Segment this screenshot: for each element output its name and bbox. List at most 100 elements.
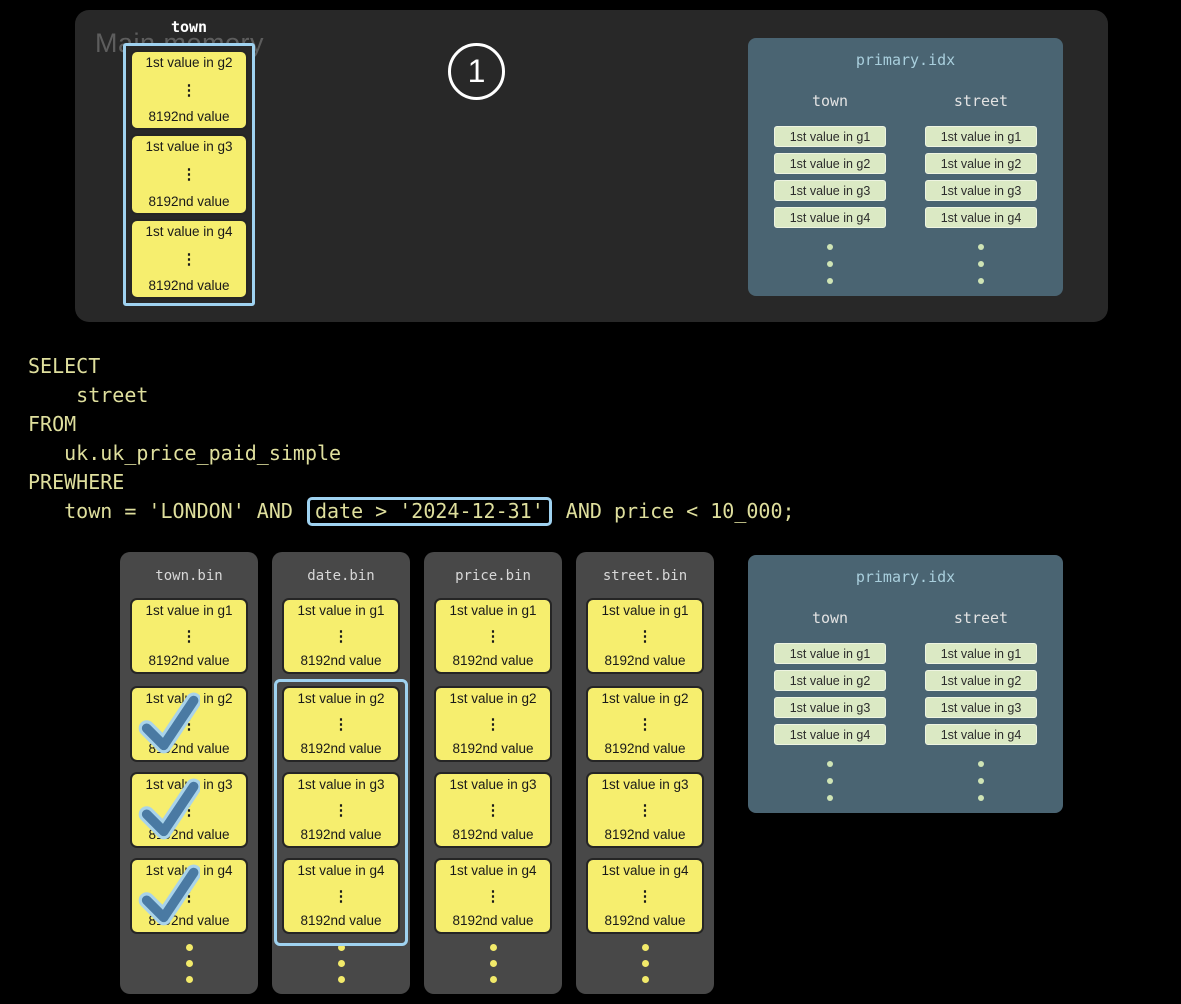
granule-last-value: 8192nd value: [452, 913, 534, 929]
sql-condition-price: AND price < 10_000;: [553, 499, 795, 523]
granule-last-value: 8192nd value: [148, 193, 230, 209]
granule-block-g1: 1st value in g1 ⋮ 8192nd value: [434, 598, 552, 674]
idx-value-chip: 1st value in g4: [774, 207, 886, 228]
vertical-dots-icon: [437, 944, 549, 983]
vertical-ellipsis-icon: ⋮: [485, 628, 501, 645]
vertical-ellipsis-icon: ⋮: [181, 82, 197, 100]
vertical-dots-icon: [774, 244, 886, 284]
granule-block-g1: 1st value in g1 ⋮ 8192nd value: [586, 598, 704, 674]
granule-last-value: 8192nd value: [452, 827, 534, 843]
street-bin-column: street.bin 1st value in g1 ⋮ 8192nd valu…: [576, 552, 714, 994]
sql-line-prewhere: PREWHERE: [28, 470, 125, 494]
vertical-dots-icon: [285, 944, 397, 983]
granule-first-value: 1st value in g4: [145, 223, 233, 239]
granule-block-g2: 1st value in g2 ⋮ 8192nd value: [586, 686, 704, 762]
primary-idx-title: primary.idx: [855, 568, 956, 586]
town-bin-column: town.bin 1st value in g1 ⋮ 8192nd value …: [120, 552, 258, 994]
sql-line-conditions: town = 'LONDON' AND date > '2024-12-31' …: [28, 497, 795, 526]
sql-condition-town: town = 'LONDON' AND: [28, 499, 305, 523]
idx-town-header: town: [811, 92, 849, 110]
granule-last-value: 8192nd value: [604, 913, 686, 929]
granule-first-value: 1st value in g3: [449, 777, 537, 792]
granule-first-value: 1st value in g2: [449, 691, 537, 706]
match-check-icon: [138, 692, 200, 754]
idx-town-header: town: [811, 609, 849, 627]
vertical-ellipsis-icon: ⋮: [333, 716, 349, 733]
granule-block-g4: 1st value in g4 ⋮ 8192nd value: [434, 858, 552, 934]
granule-first-value: 1st value in g2: [297, 691, 385, 706]
idx-value-chip: 1st value in g4: [774, 724, 886, 745]
granule-first-value: 1st value in g1: [145, 603, 233, 618]
granule-last-value: 8192nd value: [300, 827, 382, 843]
price-bin-title: price.bin: [455, 568, 531, 584]
granule-first-value: 1st value in g4: [601, 863, 689, 878]
step-1-badge: 1: [448, 43, 505, 100]
memory-granule-block: 1st value in g4 ⋮ 8192nd value: [130, 218, 248, 299]
granule-first-value: 1st value in g1: [601, 603, 689, 618]
granule-last-value: 8192nd value: [300, 653, 382, 669]
granule-last-value: 8192nd value: [300, 913, 382, 929]
granule-block-g2: 1st value in g2 ⋮ 8192nd value: [434, 686, 552, 762]
granule-block-g4: 1st value in g4 ⋮ 8192nd value: [282, 858, 400, 934]
idx-street-header: street: [953, 609, 1009, 627]
granule-first-value: 1st value in g4: [297, 863, 385, 878]
vertical-ellipsis-icon: ⋮: [181, 628, 197, 645]
vertical-ellipsis-icon: ⋮: [181, 250, 197, 268]
step-1-number: 1: [467, 53, 486, 89]
idx-value-chip: 1st value in g2: [774, 153, 886, 174]
price-bin-column: price.bin 1st value in g1 ⋮ 8192nd value…: [424, 552, 562, 994]
vertical-ellipsis-icon: ⋮: [485, 802, 501, 819]
granule-first-value: 1st value in g4: [449, 863, 537, 878]
idx-value-chip: 1st value in g2: [925, 153, 1037, 174]
granule-block-g4: 1st value in g4 ⋮ 8192nd value: [586, 858, 704, 934]
vertical-ellipsis-icon: ⋮: [181, 166, 197, 184]
granule-first-value: 1st value in g2: [145, 55, 233, 70]
match-check-icon: [138, 778, 200, 840]
vertical-dots-icon: [925, 244, 1037, 284]
idx-value-chip: 1st value in g3: [774, 180, 886, 201]
granule-last-value: 8192nd value: [300, 741, 382, 757]
vertical-ellipsis-icon: ⋮: [485, 716, 501, 733]
idx-value-chip: 1st value in g3: [774, 697, 886, 718]
sql-query: SELECT street FROM uk.uk_price_paid_simp…: [28, 352, 795, 526]
granule-first-value: 1st value in g3: [145, 139, 233, 155]
vertical-ellipsis-icon: ⋮: [333, 802, 349, 819]
sql-condition-date: date > '2024-12-31': [314, 499, 544, 523]
date-bin-column: date.bin 1st value in g1 ⋮ 8192nd value …: [272, 552, 410, 994]
primary-idx-panel-bottom: primary.idx town street 1st value in g1 …: [748, 555, 1063, 813]
date-bin-title: date.bin: [307, 568, 375, 584]
granule-first-value: 1st value in g1: [297, 603, 385, 618]
town-bin-title: town.bin: [155, 568, 223, 584]
vertical-ellipsis-icon: ⋮: [333, 628, 349, 645]
granule-block-g3: 1st value in g3 ⋮ 8192nd value: [586, 772, 704, 848]
highlighted-date-predicate: date > '2024-12-31': [306, 497, 552, 526]
granule-block-g2: 1st value in g2 ⋮ 8192nd value: [282, 686, 400, 762]
idx-value-chip: 1st value in g1: [925, 643, 1037, 664]
idx-street-header: street: [953, 92, 1009, 110]
granule-block-g1: 1st value in g1 ⋮ 8192nd value: [282, 598, 400, 674]
granule-last-value: 8192nd value: [604, 653, 686, 669]
granule-block-g1: 1st value in g1 ⋮ 8192nd value: [130, 598, 248, 674]
vertical-dots-icon: [774, 761, 886, 801]
granule-last-value: 8192nd value: [452, 653, 534, 669]
sql-line-street: street: [28, 383, 149, 407]
vertical-ellipsis-icon: ⋮: [333, 888, 349, 905]
granule-block-g3: 1st value in g3 ⋮ 8192nd value: [434, 772, 552, 848]
granule-first-value: 1st value in g3: [601, 777, 689, 792]
primary-idx-title: primary.idx: [855, 51, 956, 69]
memory-granule-block: 1st value in g3 ⋮ 8192nd value: [130, 134, 248, 215]
granule-last-value: 8192nd value: [604, 827, 686, 843]
idx-value-chip: 1st value in g3: [925, 697, 1037, 718]
granule-first-value: 1st value in g2: [601, 691, 689, 706]
granule-first-value: 1st value in g3: [297, 777, 385, 792]
memory-town-column: 1st value in g2 ⋮ 8192nd value 1st value…: [123, 43, 255, 306]
vertical-dots-icon: [589, 944, 701, 983]
vertical-ellipsis-icon: ⋮: [637, 802, 653, 819]
vertical-dots-icon: [925, 761, 1037, 801]
idx-value-chip: 1st value in g1: [774, 643, 886, 664]
idx-value-chip: 1st value in g1: [925, 126, 1037, 147]
granule-block-g3: 1st value in g3 ⋮ 8192nd value: [282, 772, 400, 848]
vertical-ellipsis-icon: ⋮: [637, 628, 653, 645]
vertical-ellipsis-icon: ⋮: [485, 888, 501, 905]
